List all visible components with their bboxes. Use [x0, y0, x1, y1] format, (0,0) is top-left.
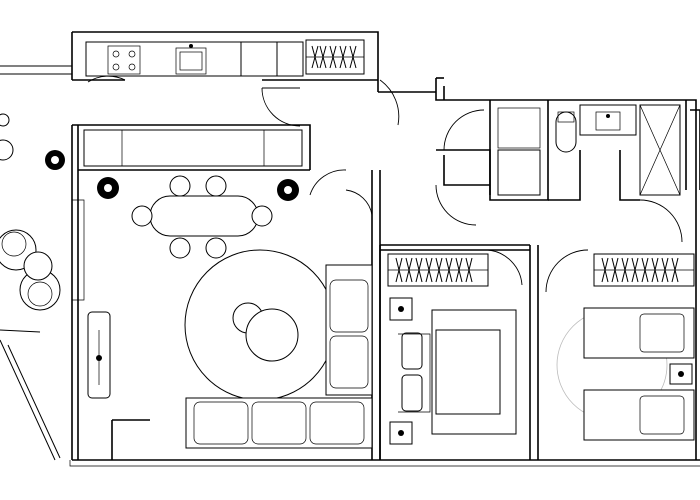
dining-chair — [131, 205, 153, 227]
dining-chair — [169, 237, 191, 259]
terrace — [0, 65, 72, 461]
bedroom-2 — [545, 249, 695, 441]
dining-chair — [205, 175, 227, 197]
dining-chair — [251, 205, 273, 227]
kitchen-counter — [85, 41, 242, 77]
lounge-ottoman — [23, 251, 53, 281]
pillow — [401, 374, 423, 412]
kitchen — [85, 39, 400, 127]
kitchen-cabinet-end — [276, 41, 304, 77]
exterior-walls — [69, 31, 700, 467]
single-bed — [583, 389, 695, 441]
living-dining — [72, 124, 381, 460]
entrance-door — [379, 79, 400, 126]
sofa-bottom — [185, 397, 373, 449]
sofa-side — [325, 264, 373, 396]
bathroom — [489, 100, 700, 243]
washer — [497, 149, 541, 196]
kitchen-cabinet — [240, 41, 278, 77]
built-in-bench — [83, 129, 303, 167]
kitchen-door — [261, 87, 301, 127]
console-table — [87, 311, 111, 399]
shrub-icon — [45, 150, 65, 170]
closet-hangers — [305, 39, 365, 75]
bedroom-1 — [379, 245, 539, 460]
pillow — [401, 332, 423, 370]
plant-icon — [277, 179, 299, 201]
sink-vanity — [579, 104, 637, 136]
coffee-table — [245, 308, 299, 362]
round-rug — [184, 249, 336, 401]
double-bed — [398, 309, 517, 435]
cooktop-icon — [107, 45, 141, 75]
single-bed — [583, 307, 695, 359]
plant-icon — [97, 177, 119, 199]
dining-table — [131, 175, 273, 259]
wardrobe-hangers — [593, 253, 695, 287]
dining-chair — [205, 237, 227, 259]
dining-chair — [169, 175, 191, 197]
wardrobe-hangers — [387, 253, 489, 287]
terrace-plant — [0, 113, 14, 161]
sink-icon — [175, 44, 207, 75]
toilet-icon — [555, 111, 577, 153]
